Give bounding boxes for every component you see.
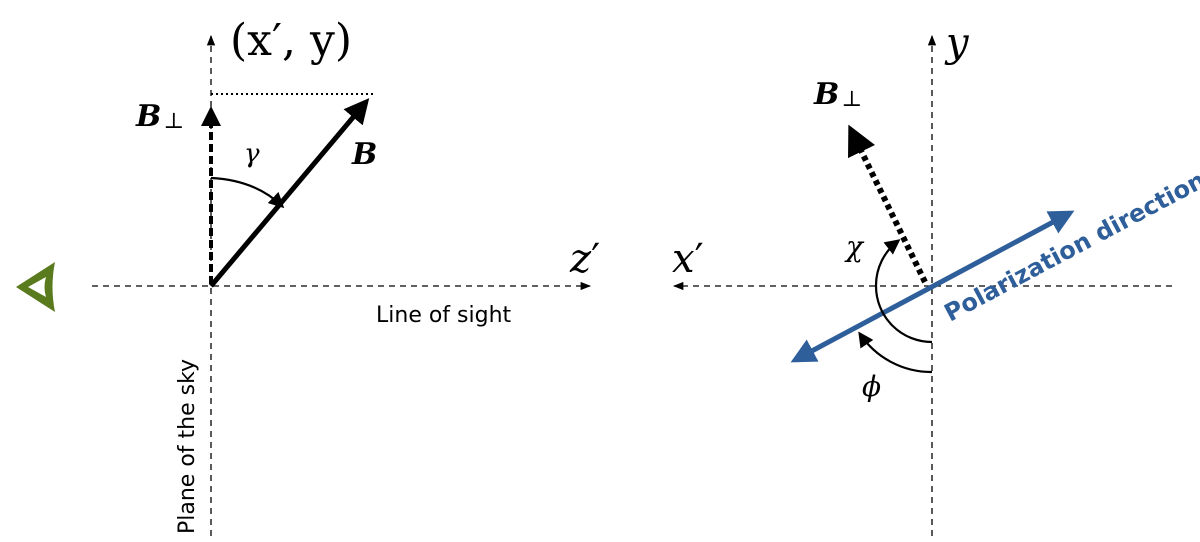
horizontal-axis-label: z′ bbox=[569, 236, 600, 282]
phi-arc bbox=[858, 331, 933, 374]
y-axis-label: y bbox=[944, 20, 970, 66]
line-of-sight-label: Line of sight bbox=[376, 303, 512, 328]
gamma-label: γ bbox=[244, 139, 260, 169]
right-panel: y x′ B⊥ χ ϕ Polarization direction bbox=[672, 20, 1200, 536]
eye-icon bbox=[16, 262, 55, 312]
b-label: B bbox=[351, 137, 377, 172]
vertical-axis-label: (x′, y) bbox=[230, 15, 352, 66]
b-vector bbox=[209, 98, 370, 288]
chi-label: χ bbox=[844, 230, 865, 263]
gamma-arc bbox=[210, 176, 285, 209]
polarization-label: Polarization direction bbox=[940, 166, 1200, 328]
b-perp-label: B⊥ bbox=[135, 99, 184, 134]
chi-arc bbox=[874, 239, 933, 344]
b-perp-label-right: B⊥ bbox=[813, 77, 862, 112]
x-prime-axis-label: x′ bbox=[672, 236, 704, 282]
b-perp-vector-right bbox=[848, 124, 928, 284]
left-panel: (x′, y) z′ B⊥ B γ Line of sight Plane of… bbox=[16, 15, 600, 536]
plane-of-sky-label: Plane of the sky bbox=[175, 359, 200, 534]
polarization-vector bbox=[790, 210, 1075, 363]
phi-label: ϕ bbox=[862, 370, 881, 403]
